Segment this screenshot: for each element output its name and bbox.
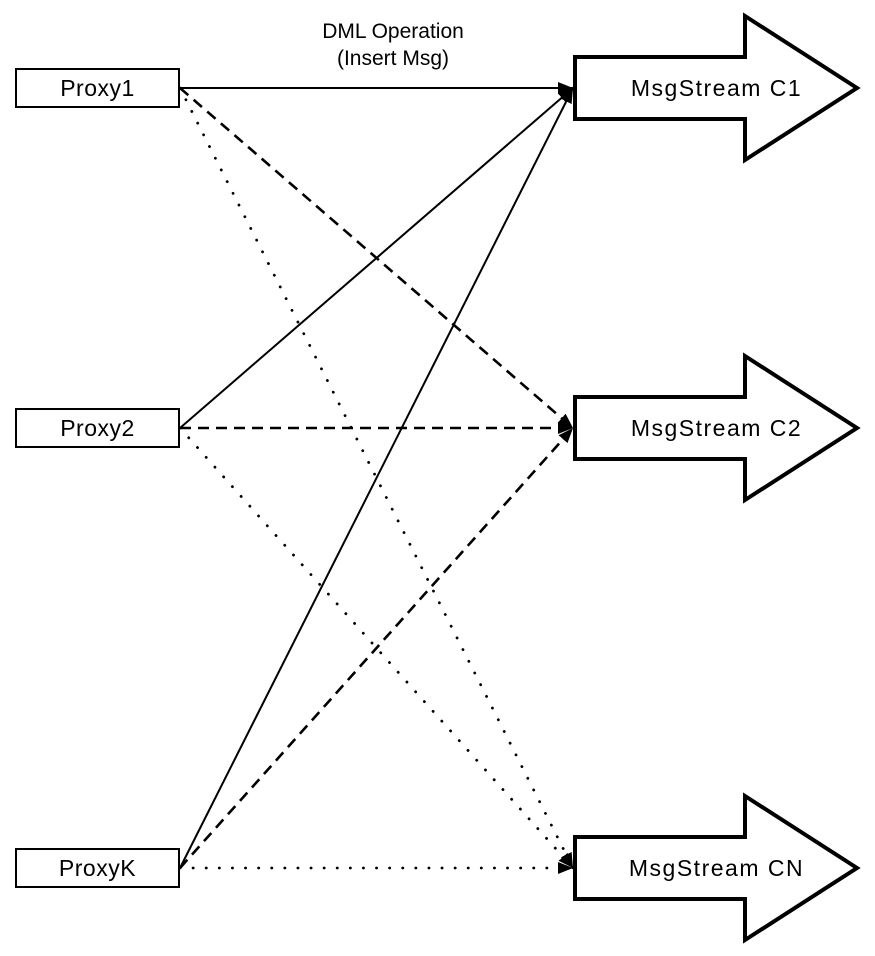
proxy1-label: Proxy1 bbox=[60, 74, 135, 101]
dml-operation-annotation: DML Operation (Insert Msg) bbox=[263, 18, 523, 72]
msgstream-c1-arrow bbox=[573, 12, 861, 164]
msgstream-cn-arrow bbox=[573, 792, 861, 944]
proxy1-box: Proxy1 bbox=[15, 68, 180, 108]
msgstream-cn-label: MsgStream CN bbox=[628, 855, 805, 881]
msgstream-c1-label: MsgStream C1 bbox=[630, 75, 803, 101]
connection-edges bbox=[178, 82, 575, 874]
proxyk-box: ProxyK bbox=[15, 848, 180, 888]
edge-proxy1-to-msgstream-cn bbox=[178, 86, 575, 870]
msgstream-c2-arrow bbox=[573, 352, 861, 504]
proxy2-label: Proxy2 bbox=[60, 414, 135, 441]
annotation-line-2: (Insert Msg) bbox=[336, 47, 449, 70]
edge-proxy2-to-msgstream-c1 bbox=[179, 87, 574, 429]
edge-proxyk-to-msgstream-c2 bbox=[179, 427, 574, 869]
msgstream-c2-label: MsgStream C2 bbox=[630, 415, 803, 441]
proxyk-label: ProxyK bbox=[58, 854, 137, 881]
proxy2-box: Proxy2 bbox=[15, 408, 180, 448]
annotation-line-1: DML Operation bbox=[322, 20, 464, 43]
edge-proxyk-to-msgstream-c1 bbox=[179, 87, 574, 869]
